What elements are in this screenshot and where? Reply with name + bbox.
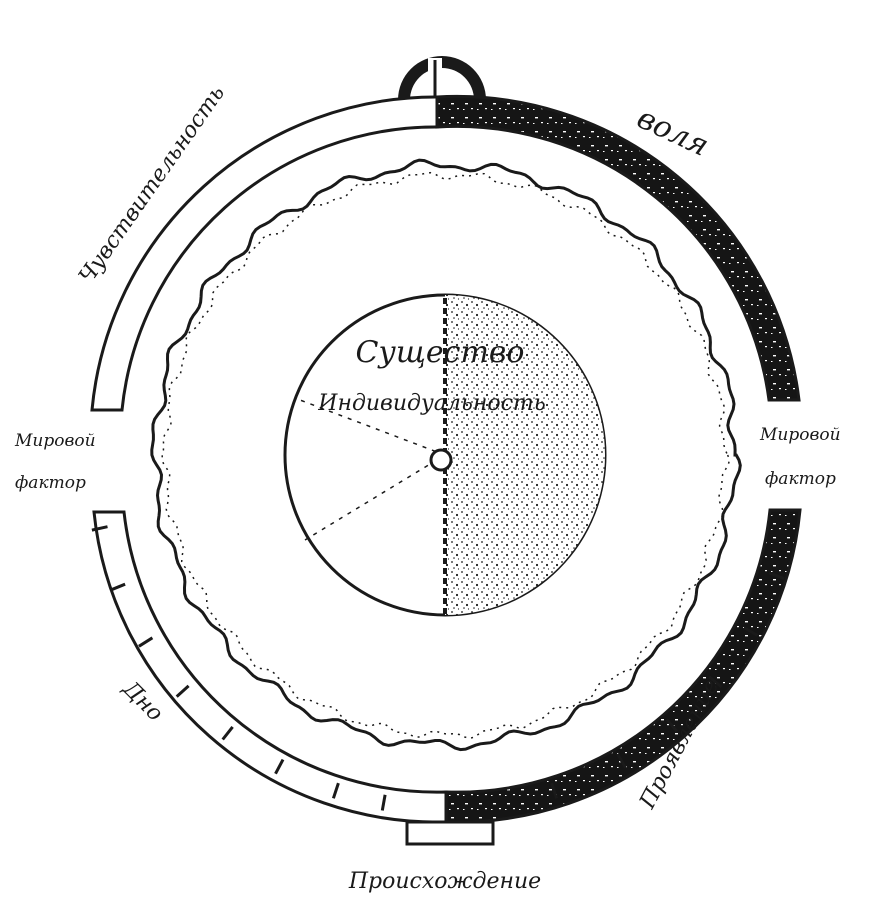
top-knob — [398, 56, 486, 100]
tick-mark — [138, 636, 154, 648]
bottom-tab — [405, 820, 495, 846]
label-core-line2: Индивидуальность — [317, 391, 545, 416]
label-left-gap-line1: Мировой — [14, 431, 96, 451]
tick-mark — [109, 582, 126, 592]
tick-mark — [550, 782, 559, 799]
label-right-gap-line2: фактор — [765, 469, 836, 489]
tick-mark — [380, 794, 387, 811]
tick-mark — [665, 718, 679, 733]
wavy-ring-inner — [161, 171, 731, 740]
label-right-gap-line1: Мировой — [759, 425, 841, 445]
tick-mark — [708, 675, 723, 689]
tick-mark — [768, 571, 785, 580]
label-bottom: Происхождение — [348, 869, 541, 894]
label-core-line1: Существо — [356, 335, 525, 370]
tick-mark — [175, 684, 190, 698]
wavy-ring — [150, 158, 742, 752]
arc-band-upper-right — [435, 94, 801, 402]
core-circle — [283, 293, 607, 617]
tick-mark — [616, 753, 627, 769]
tick-mark — [331, 782, 340, 799]
tick-mark — [274, 758, 285, 775]
label-left-gap-line2: фактор — [15, 473, 86, 493]
tick-marks — [91, 525, 785, 811]
tick-mark — [743, 626, 759, 637]
tick-mark — [221, 725, 234, 741]
tick-mark — [91, 525, 108, 532]
arc-band-lower-right — [444, 508, 802, 824]
arc-band-upper-left — [90, 95, 439, 412]
